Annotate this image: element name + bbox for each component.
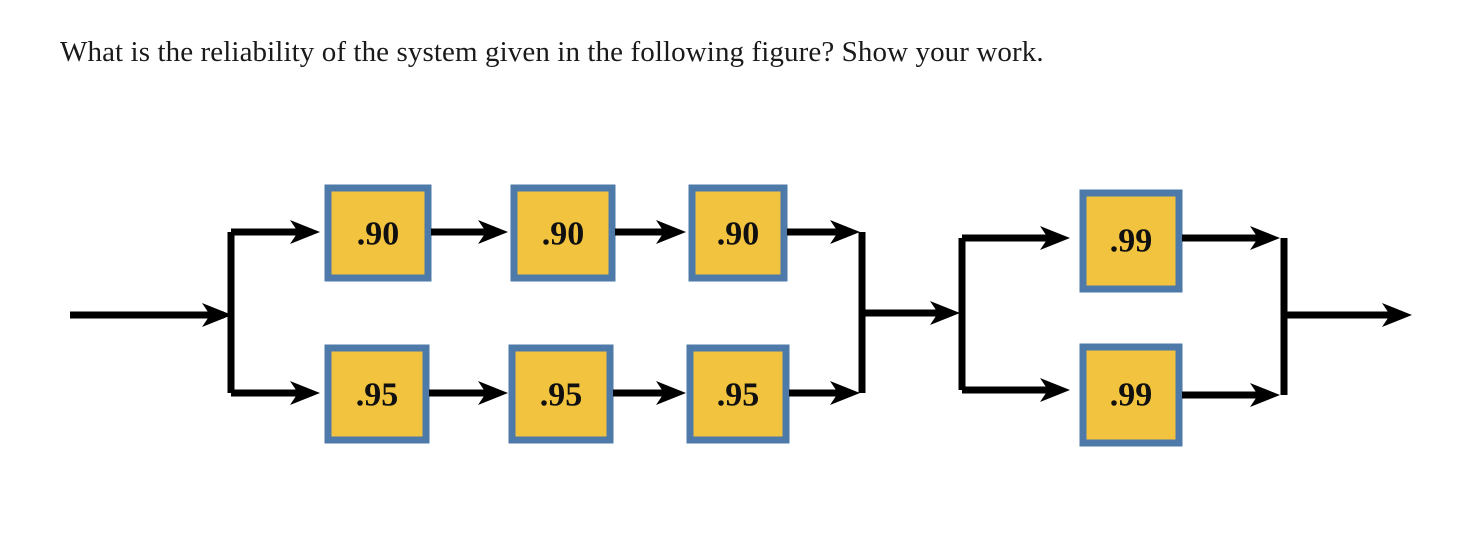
split-bus-1	[227, 228, 236, 397]
wire-split2-to-box-8	[962, 378, 1070, 402]
wire-split2-to-box-7	[962, 226, 1070, 250]
question-text: What is the reliability of the system gi…	[60, 36, 1044, 68]
box-component-5-label: .95	[540, 377, 583, 414]
wire-box7-to-merge2	[1182, 226, 1280, 250]
wire-split-to-box-4	[231, 381, 320, 405]
box-component-2[interactable]: .90	[510, 184, 616, 282]
box-component-4[interactable]: .95	[324, 344, 430, 444]
input-arrow	[70, 303, 232, 327]
wire-box5-to-box6	[613, 381, 686, 405]
box-component-1[interactable]: .90	[324, 184, 432, 282]
box-component-6-label: .95	[717, 377, 760, 414]
box-component-1-label: .90	[357, 216, 400, 253]
box-component-4-label: .95	[356, 377, 399, 414]
split-bus-2	[958, 234, 968, 394]
wire-merge1-to-split2	[862, 301, 960, 325]
box-component-8-label: .99	[1110, 377, 1153, 414]
wire-box4-to-box5	[429, 381, 508, 405]
reliability-block-diagram-svg: .90 .90 .90 .95	[70, 184, 1412, 447]
wire-box8-to-merge2	[1182, 383, 1280, 407]
box-component-7[interactable]: .99	[1079, 189, 1183, 293]
box-component-3-label: .90	[717, 216, 760, 253]
box-component-8[interactable]: .99	[1079, 343, 1183, 447]
box-component-3[interactable]: .90	[688, 184, 788, 282]
box-component-6[interactable]: .95	[686, 344, 790, 444]
wire-box1-to-box2	[431, 220, 508, 244]
output-arrow	[1284, 303, 1412, 327]
reliability-diagram: .90 .90 .90 .95	[0, 110, 1478, 530]
wire-split-to-box-1	[231, 220, 320, 244]
wire-box3-to-merge	[787, 220, 860, 244]
wire-box6-to-merge	[789, 381, 860, 405]
box-component-2-label: .90	[542, 216, 585, 253]
box-component-5[interactable]: .95	[508, 344, 614, 444]
wire-box2-to-box3	[615, 220, 686, 244]
box-component-7-label: .99	[1110, 223, 1153, 260]
